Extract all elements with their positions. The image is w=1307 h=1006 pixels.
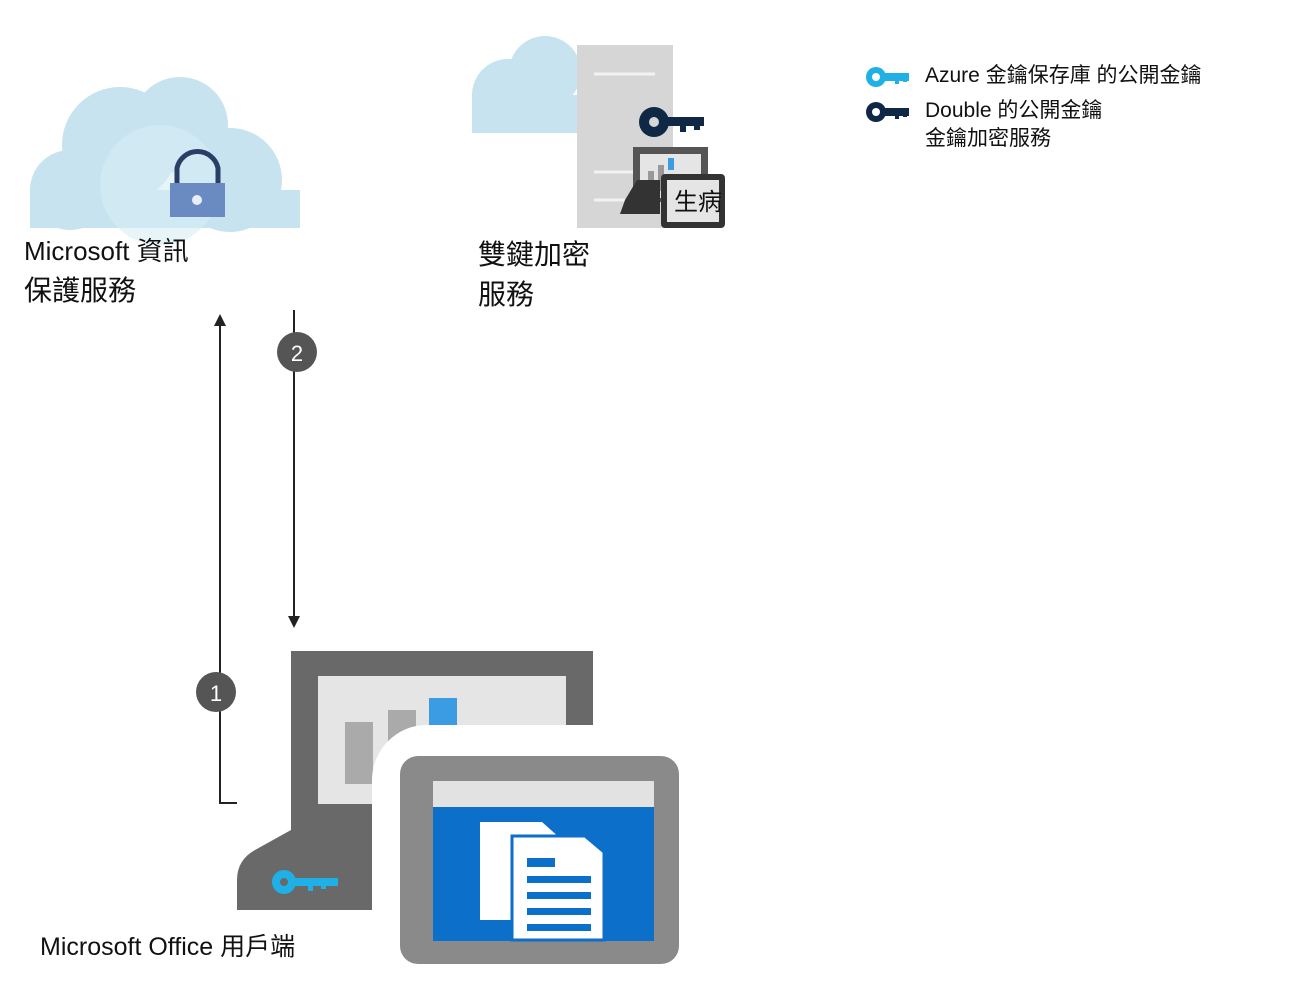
legend-dark-key-icon <box>866 102 909 122</box>
step-1-badge: 1 <box>196 672 236 712</box>
azure-key-icon <box>272 870 338 894</box>
step-2-badge: 2 <box>277 332 317 372</box>
step-1-arrow <box>214 314 237 804</box>
legend-item-azure-key: Azure 金鑰保存庫 的公開金鑰 <box>925 64 1202 87</box>
dke-badge-text: 生病 <box>674 189 722 216</box>
legend-item-dke-key-line2: 金鑰加密服務 <box>925 127 1051 150</box>
mip-cloud-icon <box>30 77 300 245</box>
dke-server-icon <box>472 36 725 228</box>
dke-label-line1: 雙鍵加密 <box>478 239 591 270</box>
dark-key-icon <box>639 107 704 137</box>
dke-label-line2: 服務 <box>478 279 535 310</box>
client-label: Microsoft Office 用戶端 <box>40 933 296 961</box>
svg-text:1: 1 <box>210 681 222 706</box>
mip-label-line2: 保護服務 <box>24 275 137 306</box>
client-device-icon <box>237 651 702 985</box>
mip-label-line1: Microsoft 資訊 <box>24 236 189 266</box>
legend-azure-key-icon <box>866 67 909 87</box>
legend-item-dke-key: Double 的公開金鑰 <box>925 99 1103 122</box>
svg-text:2: 2 <box>291 341 303 366</box>
